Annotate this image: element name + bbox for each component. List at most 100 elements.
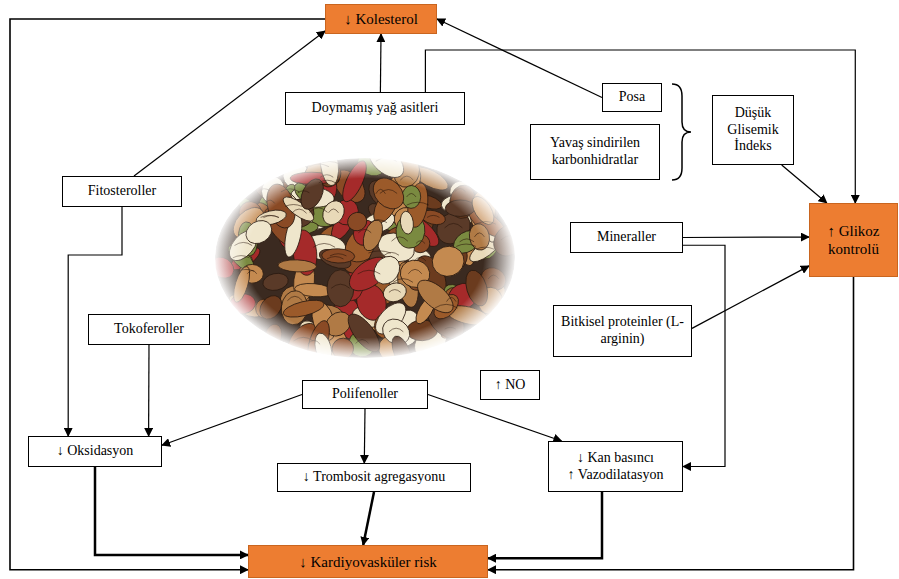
outcome-box: ↓ Kardiyovasküler risk bbox=[248, 545, 488, 578]
effect-box: ↑ NO bbox=[480, 370, 540, 400]
nutrient-box: Mineraller bbox=[570, 222, 683, 253]
property-box: Düşük Glisemik İndeks bbox=[712, 95, 794, 165]
nut-texture bbox=[476, 222, 496, 225]
nut-texture bbox=[258, 189, 270, 191]
arrow-connector bbox=[95, 467, 248, 555]
arrow-connector bbox=[428, 395, 562, 442]
nut-texture bbox=[293, 337, 313, 341]
nut bbox=[318, 197, 348, 229]
nut-texture bbox=[384, 252, 399, 255]
nut bbox=[338, 158, 371, 205]
node-text: ↓ Trombosit agregasyonu bbox=[303, 469, 445, 486]
node-text: ↓ Kardiyovasküler risk bbox=[299, 553, 436, 571]
nut-texture bbox=[408, 269, 422, 273]
nut bbox=[255, 291, 286, 323]
nut-texture bbox=[400, 176, 413, 180]
arrow-connector bbox=[437, 19, 602, 98]
nut bbox=[428, 242, 468, 281]
nut-texture bbox=[476, 247, 494, 249]
nut bbox=[343, 309, 386, 357]
nut-texture bbox=[356, 340, 369, 344]
nut-texture bbox=[298, 191, 310, 193]
nut-texture bbox=[310, 208, 328, 212]
nut bbox=[388, 333, 416, 370]
nut-texture bbox=[427, 215, 439, 217]
nut bbox=[327, 270, 354, 307]
nutrient-box: Polifenoller bbox=[302, 380, 428, 409]
arrow-connector bbox=[683, 236, 809, 238]
nut-texture bbox=[416, 241, 425, 244]
node-text: Polifenoller bbox=[332, 386, 398, 403]
nut-texture bbox=[407, 202, 429, 205]
nut-texture bbox=[234, 242, 252, 245]
nut-texture bbox=[414, 257, 426, 261]
curly-brace bbox=[672, 84, 691, 180]
nutrient-box: Doymamış yağ asitleri bbox=[285, 92, 465, 125]
nut-texture bbox=[281, 189, 299, 192]
node-text: ↑ Glikoz kontrolü bbox=[815, 222, 892, 258]
nut bbox=[369, 251, 405, 289]
nut-texture bbox=[460, 239, 474, 242]
nut bbox=[278, 259, 317, 272]
nut-texture bbox=[331, 284, 349, 288]
nut bbox=[402, 185, 421, 208]
node-text: ↓ Kolesterol bbox=[344, 10, 418, 28]
nut-texture bbox=[263, 216, 278, 218]
outcome-box: ↑ Glikoz kontrolü bbox=[809, 203, 898, 277]
nut-texture bbox=[407, 193, 416, 196]
nut bbox=[321, 248, 355, 264]
nut-texture bbox=[392, 237, 408, 241]
nutrient-box: Fitosteroller bbox=[62, 176, 182, 207]
arrow-connector bbox=[692, 266, 809, 329]
node-text: Posa bbox=[619, 89, 645, 106]
nut-texture bbox=[445, 223, 463, 227]
nut bbox=[445, 200, 475, 217]
nutrient-box: Tokoferoller bbox=[88, 314, 210, 345]
node-text: Tokoferoller bbox=[114, 321, 184, 338]
arrow-connector bbox=[488, 492, 602, 558]
node-text: Fitosteroller bbox=[88, 183, 156, 200]
arrow-connector bbox=[162, 395, 302, 446]
nut-texture bbox=[368, 251, 390, 253]
nut-texture bbox=[370, 220, 387, 223]
arrow-connector bbox=[425, 50, 855, 203]
nut bbox=[329, 335, 356, 362]
nut-texture bbox=[327, 257, 344, 259]
nut bbox=[261, 271, 289, 292]
nut-texture bbox=[376, 158, 397, 162]
nut bbox=[399, 210, 415, 234]
nut-texture bbox=[247, 270, 256, 273]
nut bbox=[303, 318, 333, 365]
nut bbox=[367, 172, 410, 215]
outcome-box: ↓ Kolesterol bbox=[325, 4, 437, 34]
nut-texture bbox=[358, 229, 371, 232]
nutrient-box: Posa bbox=[602, 83, 662, 112]
effect-box: ↓ Trombosit agregasyonu bbox=[277, 463, 471, 492]
nut bbox=[262, 322, 284, 350]
nut-texture bbox=[308, 340, 320, 344]
arrow-connector bbox=[363, 492, 374, 545]
nut-pile bbox=[207, 139, 532, 376]
nut bbox=[230, 265, 252, 304]
nut-texture bbox=[319, 161, 341, 164]
nut bbox=[487, 218, 531, 263]
nut-texture bbox=[456, 244, 476, 246]
nut-texture bbox=[455, 188, 466, 191]
nut-texture bbox=[445, 327, 456, 329]
nut bbox=[312, 331, 335, 365]
arrow-connector bbox=[364, 409, 366, 463]
effect-box: ↓ Oksidasyon bbox=[28, 436, 162, 467]
nut-texture bbox=[435, 304, 458, 308]
nut-texture bbox=[389, 328, 403, 332]
node-text: ↓ Kan basıncı bbox=[577, 450, 654, 467]
nut-texture bbox=[320, 175, 333, 178]
nut-texture bbox=[330, 254, 346, 256]
nut-texture bbox=[287, 296, 302, 300]
node-text: ↑ Vazodilatasyon bbox=[568, 467, 664, 484]
nutrient-box: Bitkisel proteinler (L-arginin) bbox=[553, 305, 692, 357]
nut bbox=[363, 139, 410, 184]
nut-texture bbox=[265, 200, 274, 203]
effect-box: ↓ Kan basıncı↑ Vazodilatasyon bbox=[548, 441, 683, 492]
node-text: Düşük Glisemik İndeks bbox=[718, 105, 788, 155]
node-text: Mineraller bbox=[597, 229, 656, 246]
